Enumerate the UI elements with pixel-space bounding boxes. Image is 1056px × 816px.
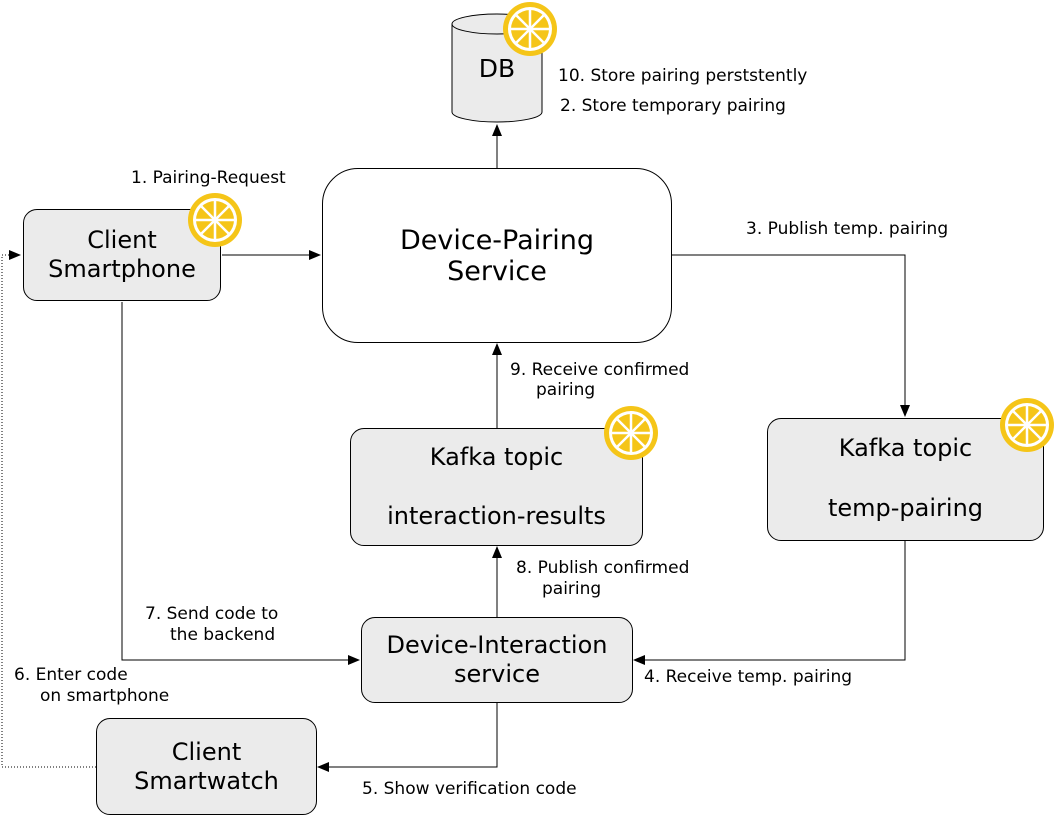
lemon-icon	[503, 2, 557, 56]
device-pairing-line2: Service	[447, 255, 547, 287]
label-step4: 4. Receive temp. pairing	[644, 667, 853, 687]
client-smartwatch-line2: Smartwatch	[134, 766, 279, 795]
client-smartwatch-node: Client Smartwatch	[96, 718, 317, 815]
client-smartphone-node: Client Smartphone	[23, 209, 221, 301]
label-step1: 1. Pairing-Request	[131, 168, 286, 188]
label-step3: 3. Publish temp. pairing	[746, 219, 949, 239]
label-step5: 5. Show verification code	[362, 779, 577, 799]
label-step9-line1: 9. Receive confirmed	[510, 360, 690, 380]
client-smartphone-line1: Client	[87, 226, 157, 254]
label-step8-line1: 8. Publish confirmed	[516, 558, 690, 578]
client-smartwatch-line1: Client	[171, 737, 242, 766]
kafka-interaction-results-node: Kafka topic interaction-results	[350, 428, 643, 546]
label-step7-line2: the backend	[170, 625, 276, 645]
label-step9-line2: pairing	[536, 380, 596, 400]
device-interaction-service-node: Device-Interaction service	[361, 617, 633, 703]
label-step2: 2. Store temporary pairing	[560, 96, 786, 116]
db-label: DB	[478, 54, 516, 83]
kafka-interaction-line2: interaction-results	[387, 502, 606, 530]
edge-receive-temp-pairing	[633, 541, 906, 665]
label-step6-line2: on smartphone	[40, 686, 170, 706]
kafka-temp-line1: Kafka topic	[838, 434, 973, 462]
device-interaction-line1: Device-Interaction	[386, 631, 608, 659]
lemon-icon	[188, 193, 242, 247]
lemon-icon	[1000, 398, 1054, 452]
client-smartphone-line2: Smartphone	[48, 255, 196, 283]
kafka-interaction-line1: Kafka topic	[429, 443, 564, 471]
kafka-temp-line2: temp-pairing	[827, 494, 984, 522]
edge-send-code	[121, 302, 360, 665]
device-interaction-line2: service	[454, 660, 540, 688]
lemon-icon	[604, 406, 658, 460]
edge-publish-temp-pairing	[672, 254, 910, 417]
label-step8-line2: pairing	[542, 579, 602, 599]
edge-show-verification-code	[317, 703, 498, 772]
label-step6-line1: 6. Enter code	[14, 665, 128, 685]
kafka-temp-pairing-node: Kafka topic temp-pairing	[767, 418, 1044, 541]
edge-enter-code	[1, 250, 96, 768]
device-pairing-service-node: Device-Pairing Service	[322, 168, 672, 343]
label-step10: 10. Store pairing perststently	[558, 66, 808, 86]
device-pairing-line1: Device-Pairing	[399, 224, 595, 256]
label-step7-line1: 7. Send code to	[145, 604, 279, 624]
